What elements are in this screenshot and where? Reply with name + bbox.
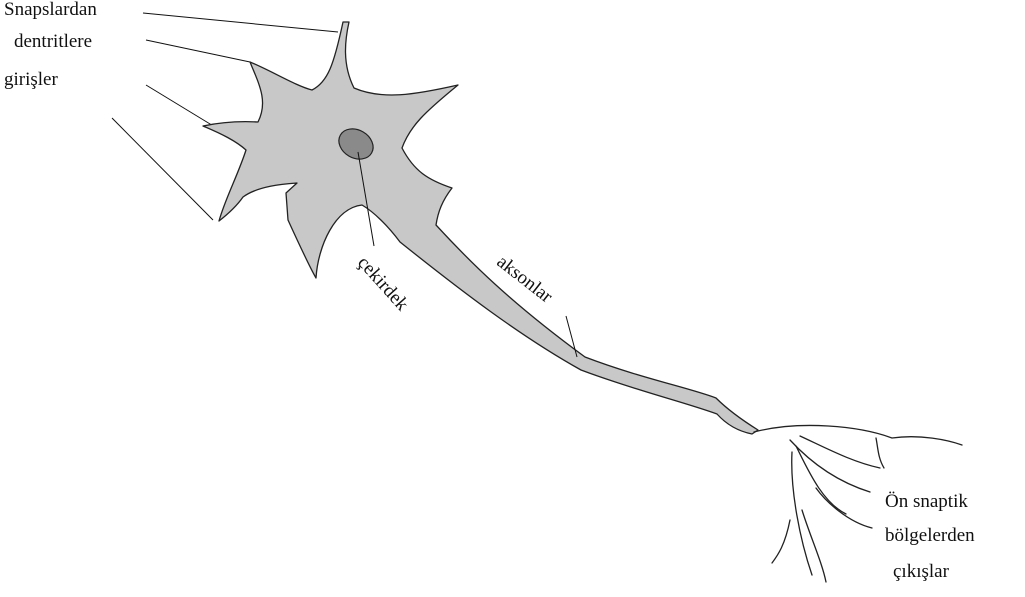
terminal-branch: [772, 520, 790, 563]
label-inputs-line-3: girişler: [4, 70, 58, 89]
label-inputs-line-1: Snapslardan: [4, 0, 97, 19]
label-outputs-line-1: Ön snaptik: [885, 492, 968, 511]
label-outputs-line-2: bölgelerden: [885, 526, 975, 545]
label-outputs-line-3: çıkışlar: [893, 562, 949, 581]
leader-line-4: [112, 118, 213, 220]
terminal-branch: [816, 488, 872, 528]
leader-line-1: [143, 13, 338, 32]
terminal-branch: [796, 446, 846, 514]
leader-line-3: [146, 85, 215, 127]
terminal-branch: [800, 436, 880, 468]
leader-line-2: [146, 40, 250, 62]
label-inputs-line-2: dentritlere: [14, 32, 92, 51]
terminal-branch: [876, 438, 884, 468]
cell-body: [203, 22, 758, 434]
terminal-branch: [790, 440, 870, 492]
terminal-branch: [802, 510, 826, 582]
terminal-branch: [754, 425, 962, 445]
